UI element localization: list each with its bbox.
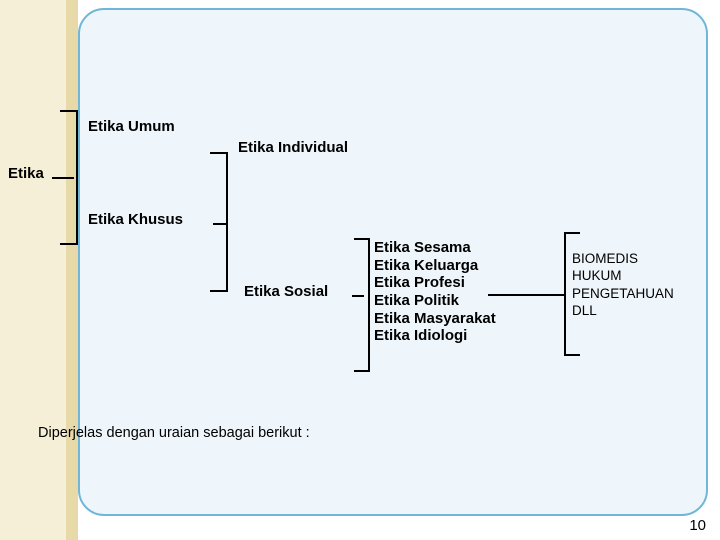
content-panel [78,8,708,516]
sosial-item-list: Etika Sesama Etika Keluarga Etika Profes… [374,239,496,345]
list-item-hukum: HUKUM [572,268,622,284]
footer-note: Diperjelas dengan uraian sebagai berikut… [38,425,310,441]
list-item-idiologi: Etika Idiologi [374,327,468,345]
connector-sosial [352,295,364,297]
profesi-item-list: BIOMEDIS HUKUM PENGETAHUAN DLL [572,250,674,319]
list-item-politik: Etika Politik [374,292,460,310]
left-color-band [0,0,78,540]
bracket-level2 [210,152,228,292]
bracket-level3 [354,238,370,372]
connector-profesi [488,294,566,296]
bracket-level4 [564,232,580,356]
list-item-biomedis: BIOMEDIS [572,251,639,266]
node-etika-individual: Etika Individual [238,139,349,156]
node-etika-khusus: Etika Khusus [88,211,184,228]
list-item-sesama: Etika Sesama [374,239,471,256]
list-item-profesi: Etika Profesi [374,274,465,292]
connector-root [52,177,74,179]
list-item-keluarga: Etika Keluarga [374,256,479,274]
left-color-band-stripe [66,0,78,540]
node-etika-root: Etika [8,165,44,182]
list-item-pengetahuan: PENGETAHUAN [572,285,674,301]
bracket-level1 [60,110,78,245]
node-etika-sosial: Etika Sosial [244,283,329,300]
list-item-dll: DLL [572,302,597,318]
node-etika-umum: Etika Umum [88,118,175,135]
list-item-masyarakat: Etika Masyarakat [374,309,496,327]
page-number: 10 [689,517,706,534]
connector-khusus [213,223,227,225]
